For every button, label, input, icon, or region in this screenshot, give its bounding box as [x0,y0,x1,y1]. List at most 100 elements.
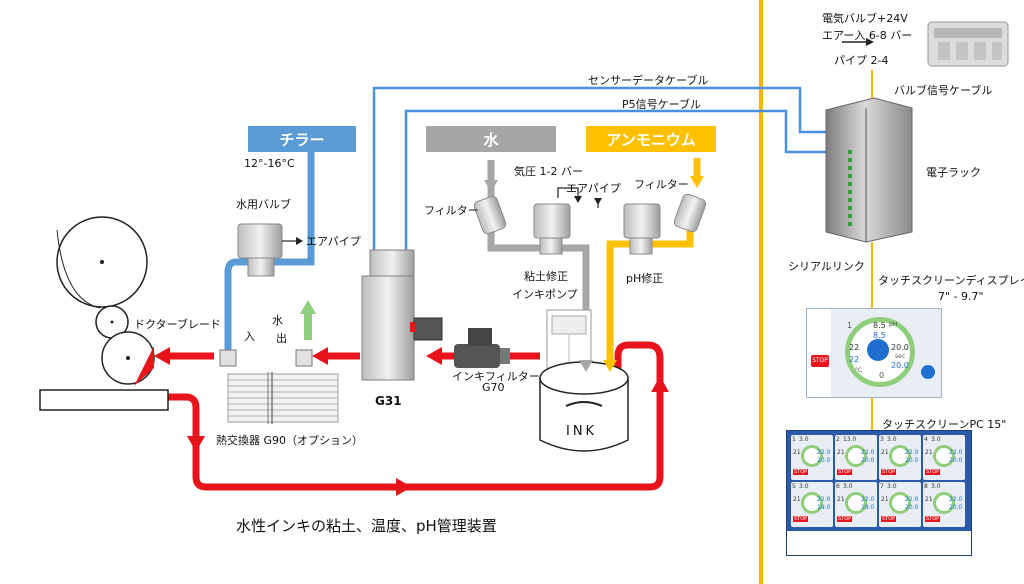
water-box: 水 [426,126,556,152]
inlet-label: 入 [244,330,255,343]
pc-tile-value-a: 3.0 [799,483,809,490]
pc-tile-value-c: 21 [925,496,933,503]
touch-pc-label: タッチスクリーンPC 15" [882,418,1007,431]
pc-tile-stop[interactable]: STOP [925,516,941,522]
temp-value: 22 [849,343,860,352]
pc-tile-value-c: 21 [837,496,845,503]
pc-tile-value-a: 3.0 [931,483,941,490]
pc-tile-stop[interactable]: STOP [881,469,897,475]
pc-tile-value-n: 5 [792,483,796,490]
pipe-label: パイプ 2-4 [834,54,889,67]
pc-tile-value-c: 21 [881,496,889,503]
ink-filter-g70 [454,328,510,368]
g70-label: G70 [482,381,505,394]
sensor-data-cable-line [372,86,836,290]
ammonium-box: アンモニウム [586,126,716,152]
pc-tile-value-n: 1 [792,436,796,443]
stop-button[interactable]: STOP [811,355,829,367]
pc-tile-value-n: 6 [836,483,840,490]
g31-unit [361,249,443,381]
pc-tile-stop[interactable]: STOP [837,516,853,522]
pc-tile-value-b: 22.0 [861,449,875,456]
visc-unit: sec [895,353,906,360]
display-size-label: 7" - 9.7" [938,290,984,303]
pc-tile-gauge [801,445,823,467]
pc-tile-stop[interactable]: STOP [881,516,897,522]
pc-tile-stop[interactable]: STOP [925,469,941,475]
ink-tank-label: INK [566,424,598,439]
pc-tile-value-d: 20.0 [905,457,919,464]
pc-tile-value-b: 22.0 [861,496,875,503]
refresh-icon[interactable] [921,365,935,379]
pc-tile-gauge [889,492,911,514]
pc-tile-value-a: 3.0 [887,483,897,490]
valve-signal-cable-label: バルブ信号ケーブル [894,84,993,97]
touch-display-screen: STOP 8.5 pH 8.5 22 22 °C 20.0 sec 20.0 0… [806,308,942,398]
pc-tile-value-d: 20.0 [861,457,875,464]
diagram-caption: 水性インキの粘土、温度、pH管理装置 [236,517,497,535]
ammonium-flow-arrow [690,176,704,188]
air-pressure-label: 気圧 1-2 バー [514,165,583,178]
pc-tile-value-b: 22.0 [817,496,831,503]
pc-tile-value-a: 3.0 [843,483,853,490]
ink-flow-arrowheads [154,347,669,496]
temp-unit: °C [855,367,863,374]
water-flow-arrow [484,180,498,192]
pc-tile-value-a: 3.0 [931,436,941,443]
temp-range-label: 12°-16°C [244,157,295,170]
pc-tile-value-b: 22.0 [905,449,919,456]
touch-display-label: タッチスクリーンディスプレイ [878,274,1024,287]
electronic-rack [825,97,913,243]
pc-tile-value-c: 21 [793,449,801,456]
sensor-cable-label: センサーデータケーブル [588,74,709,87]
pc-tile-stop[interactable]: STOP [793,469,809,475]
visc-value: 20.0 [891,343,909,352]
pc-tile-gauge [845,445,867,467]
pc-tile-gauge [801,492,823,514]
water-valve [237,223,303,277]
pc-tile-value-n: 4 [924,436,928,443]
ink-filter-label: インキフィルター [452,370,540,383]
zero-value: 0 [879,371,885,380]
ink-tank [539,361,629,452]
pc-tile-gauge [933,445,955,467]
pc-tile-value-d: 20.0 [905,504,919,511]
printing-rollers [39,216,169,411]
air-pipe-mid-label: エアパイプ [566,182,621,195]
chiller-pipe [224,150,315,352]
serial-link-label: シリアルリンク [788,260,865,273]
outlet-label: 出 [276,332,287,345]
viscosity-valve [533,203,571,255]
pc-tile-value-c: 21 [881,449,889,456]
pc-tile-value-d: 19.0 [817,504,831,511]
pc-tile-value-a: 3.0 [799,436,809,443]
pc-tile-gauge [889,445,911,467]
pc-tile-stop[interactable]: STOP [793,516,809,522]
pc-tile-value-d: 20.0 [817,457,831,464]
air-pipe-left-label: エアパイプ [306,235,361,248]
pump-flow-arrow [579,360,593,372]
ink-pump-label: インキポンプ [512,288,578,301]
air-in-label: エアー入 6-8 バー [822,29,913,42]
viscosity-pump [546,309,592,373]
pc-tile-value-c: 21 [925,449,933,456]
pc-tile-gauge [845,492,867,514]
ph-unit: pH [889,321,898,328]
ph-correction-label: pH修正 [626,272,664,285]
gauge-center [867,339,889,361]
water-outlet-arrow [300,300,316,340]
pc-tile-value-b: 22.0 [949,449,963,456]
pc-tile-stop[interactable]: STOP [837,469,853,475]
filter-left-label: フィルター [424,204,479,217]
p5-cable-label: P5信号ケーブル [622,98,701,111]
ph-valve [623,203,661,255]
